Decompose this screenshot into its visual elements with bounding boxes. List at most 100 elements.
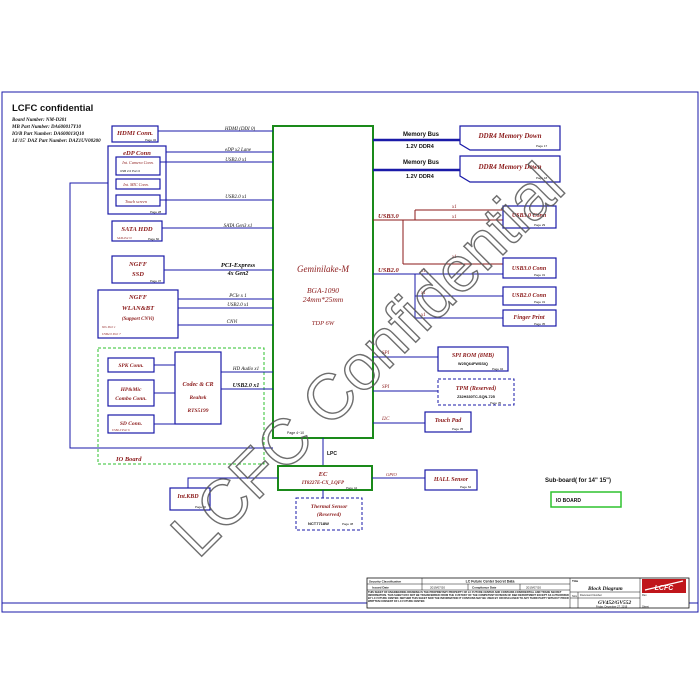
finger-print-box <box>502 309 557 327</box>
wlan-label-3: (Support CNVi) <box>122 317 155 322</box>
security-classification: Security Classification <box>369 580 401 584</box>
hp-mic-box <box>107 379 155 407</box>
usb20-conn-box <box>502 286 557 306</box>
daz-part-number: 14'/15' DAZ Part Number: DAZ1UV00200 <box>12 139 101 144</box>
compliance-date-label: Compliance Date <box>472 586 497 590</box>
ssd-label-2: SSD <box>132 271 144 278</box>
lcfc-logo: LCFC <box>642 579 686 593</box>
touchscreen-label: Touch screen <box>125 199 147 204</box>
mb-part-number: MB Part Number: DA600017Y10 <box>11 125 82 130</box>
tpm-label: TPM (Reserved) <box>456 385 497 392</box>
cpu-page: Page 4~10 <box>287 431 304 435</box>
thermal-sensor-box <box>295 497 363 531</box>
hall-sensor-box <box>424 469 478 491</box>
pcie-bus: PCI-Express <box>221 262 256 269</box>
sd-conn-label: SD Conn. <box>120 421 142 427</box>
edp-bus: eDP x2 Lane <box>225 148 252 153</box>
date-value: Friday, December 27, 2019 <box>596 605 628 609</box>
cpu-block <box>272 125 374 439</box>
cpu-size: 24mm*25mm <box>303 295 344 304</box>
codec-vendor: Realtek <box>188 395 206 401</box>
lpc-label: LPC <box>327 451 337 457</box>
usb30-bus-label: USB3.0 <box>378 213 400 220</box>
iob-part-number: IO/B Part Number: DA600013Q10 <box>11 132 85 137</box>
title-block: Security Classification LC Future Center… <box>366 577 690 609</box>
ssd-page: Page 37 <box>150 279 162 283</box>
hp-mic-label-1: HP&Mic <box>120 387 142 393</box>
keyboard-box <box>169 487 211 511</box>
ec-label: EC <box>318 471 328 478</box>
tpm-box <box>437 378 515 406</box>
size-caption: Size <box>572 594 578 598</box>
camera-bus: USB2.0 x1 <box>225 158 246 163</box>
hall-sensor-page: Page 62 <box>460 485 472 489</box>
usb30-conn-label-1: USB3.0 Conn <box>512 213 547 219</box>
wlan-port-2: USB2.0 Port 7 <box>102 332 121 336</box>
keyboard-label: Int.KBD <box>176 494 199 500</box>
touch-pad-page: Page 35 <box>452 427 464 431</box>
thermal-page: Page 38 <box>342 522 354 526</box>
ddr4-box-1 <box>459 125 561 151</box>
finger-print-page: Page 35 <box>534 322 546 326</box>
touch-pad-label: Touch Pad <box>435 418 463 424</box>
wlan-box <box>97 289 179 339</box>
camera-conn-box <box>115 156 161 176</box>
io-board-region <box>97 347 265 465</box>
edp-page: Page 28 <box>150 210 162 214</box>
usb30-conn-box-1 <box>502 205 557 229</box>
finger-print-label: Finger Print <box>513 315 545 321</box>
ddr-voltage-1: 1.2V DDR4 <box>406 144 435 150</box>
hdmi-conn-label: HDMI Conn. <box>116 130 153 137</box>
spk-conn-label: SPK Conn. <box>118 363 143 369</box>
ec-part: IT8227E-CX_LQFP <box>301 481 345 486</box>
usb30-conn-page-2: Page 31 <box>534 273 546 277</box>
sata-bus: SATA Gen3 x1 <box>224 224 253 229</box>
cpu-name: Geminilake-M <box>297 264 349 274</box>
memory-bus-label-1: Memory Bus <box>403 132 440 138</box>
keyboard-page: Page 40 <box>195 505 207 509</box>
ssd-box <box>111 255 165 284</box>
codec-usb-bus: USB2.0 x1 <box>233 383 260 389</box>
sata-page: Page 60 <box>148 237 160 241</box>
io-board-subboard-box <box>550 491 622 508</box>
codec-box <box>174 351 222 425</box>
i2c-label: I2C <box>381 417 390 422</box>
io-board-label: IO Board <box>115 456 142 463</box>
ddr4-label-1: DDR4 Memory Down <box>477 132 541 140</box>
ddr4-box-2 <box>459 155 561 183</box>
secret-data-label: LC Future Center Secret Data <box>466 580 515 584</box>
sd-usb-port: USB2.0 Port 6 <box>112 428 130 432</box>
gpio-label: GPIO <box>386 472 397 477</box>
spi-rom-part: W25Q64FWSSIQ <box>458 362 488 366</box>
sheet-frame <box>1 91 699 613</box>
ddr4-page-2: Page 18 <box>536 176 548 180</box>
hall-sensor-label: HALL Sensor <box>433 477 469 483</box>
hdmi-page: Page 32 <box>145 138 157 142</box>
thermal-label-1: Thermal Sensor <box>311 504 348 510</box>
usb20-conn-page: Page 31 <box>534 300 546 304</box>
tpm-part: Z32H330TC-SQN-725 <box>457 395 495 399</box>
memory-bus-label-2: Memory Bus <box>403 160 440 166</box>
usb20-x1-c: x1 <box>420 313 426 318</box>
sheet-caption: Sheet <box>642 605 649 609</box>
thermal-part: NCT7718W <box>308 521 329 526</box>
hdmi-bus: HDMI (DDI 0) <box>224 127 256 132</box>
ssd-label-1: NGFF <box>128 261 148 268</box>
usb30-x1-b: x1 <box>451 215 457 220</box>
hdmi-conn-box <box>111 125 159 143</box>
usb30-conn-box-2 <box>502 257 557 279</box>
codec-label: Codec & CR <box>183 382 214 388</box>
codec-part: RTS5199 <box>186 408 208 414</box>
usb20-x1-b: x1 <box>420 291 426 296</box>
hda-bus: HD Audio x1 <box>232 367 259 372</box>
spi-label-1: SPI <box>382 351 390 356</box>
usb20-x1-a: x1 <box>420 269 426 274</box>
ddr4-page-1: Page 17 <box>536 144 548 148</box>
usb30-conn-label-2: USB3.0 Conn <box>512 266 547 272</box>
usb30-x1-a: x1 <box>451 205 457 210</box>
mic-conn-label: Int. MIC Conn. <box>122 182 149 187</box>
spi-label-2: SPI <box>382 385 390 390</box>
mic-conn-box <box>115 178 161 190</box>
compliance-date-value: 2019/07/20 <box>526 586 541 590</box>
